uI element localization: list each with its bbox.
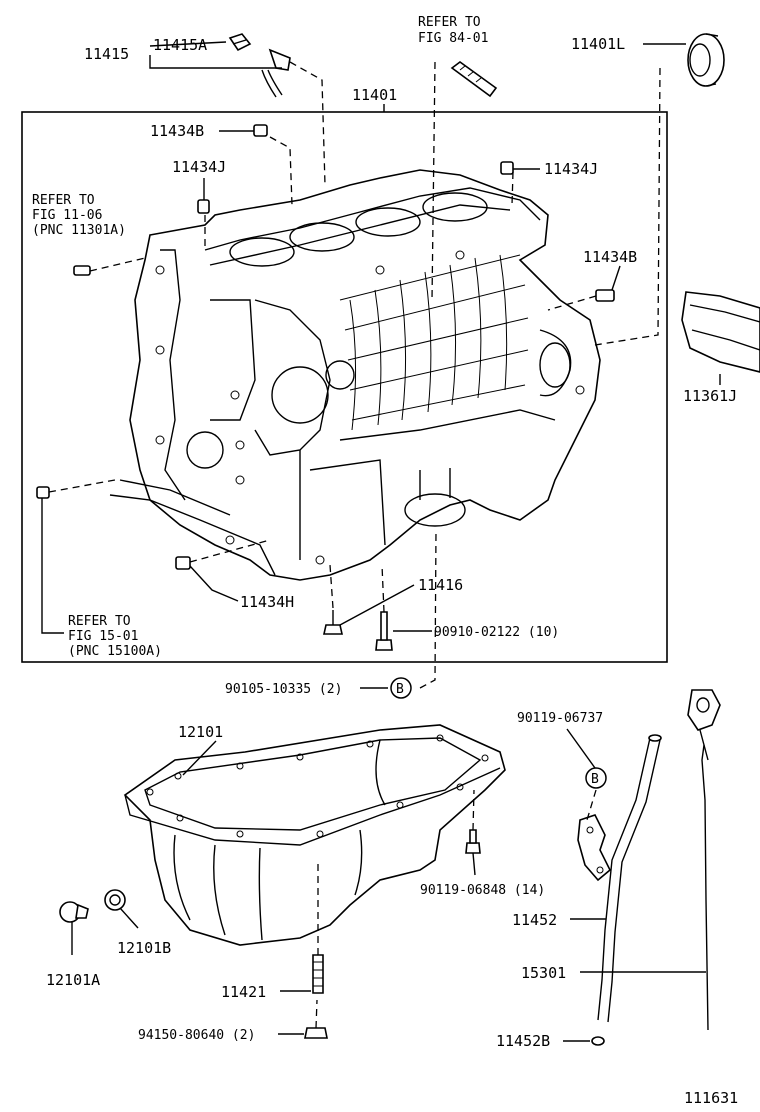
plug-11434J-left-drawing <box>197 199 210 214</box>
dipstick-15301-drawing <box>687 689 721 1031</box>
cylinder-block-drawing <box>109 169 601 581</box>
plug-11434B-top-drawing <box>253 124 268 137</box>
marker-b-text-1: B <box>396 682 404 697</box>
label-11361J: 11361J <box>683 387 737 405</box>
o-ring-11452B-drawing <box>591 1036 605 1046</box>
label-11452: 11452 <box>512 911 557 929</box>
label-11416: 11416 <box>418 576 463 594</box>
oil-pan-12101-drawing <box>123 724 506 946</box>
marker-b-circle-1 <box>390 677 412 699</box>
label-refer-84-line1: REFER TO <box>418 15 481 30</box>
label-11434J-right: 11434J <box>544 160 598 178</box>
label-12101B: 12101B <box>117 939 171 957</box>
label-11401: 11401 <box>352 86 397 104</box>
label-11401L: 11401L <box>571 35 625 53</box>
label-90119-06848: 90119-06848 (14) <box>420 883 545 898</box>
label-11421: 11421 <box>221 983 266 1001</box>
cylinder-block-frame <box>21 111 668 663</box>
label-11452B: 11452B <box>496 1032 550 1050</box>
label-94150: 94150-80640 (2) <box>138 1028 255 1043</box>
label-11434B-top: 11434B <box>150 122 204 140</box>
label-11415: 11415 <box>84 45 129 63</box>
label-11434B-right: 11434B <box>583 248 637 266</box>
label-90119-06737: 90119-06737 <box>517 711 603 726</box>
label-12101A: 12101A <box>46 971 100 989</box>
oil-seal-11401L-drawing <box>687 33 725 87</box>
label-refer-15-line1: REFER TO <box>68 614 131 629</box>
label-refer-84-line2: FIG 84-01 <box>418 31 488 46</box>
plug-11434B-right-drawing <box>595 289 615 302</box>
label-refer-11-line2: FIG 11-06 <box>32 208 102 223</box>
bolt-90910-drawing <box>375 611 393 651</box>
nut-94150-drawing <box>304 1027 328 1039</box>
label-15301: 15301 <box>521 964 566 982</box>
stud-11421-drawing <box>312 954 324 994</box>
marker-b-text-2: B <box>591 772 599 787</box>
label-90105: 90105-10335 (2) <box>225 682 342 697</box>
dipstick-guide-11452-drawing <box>577 734 662 1023</box>
label-11434J-left: 11434J <box>172 158 226 176</box>
plug-11434J-right-drawing <box>500 161 514 175</box>
label-90910: 90910-02122 (10) <box>434 625 559 640</box>
pin-refer-15-drawing <box>36 486 50 499</box>
label-refer-11-line3: (PNC 11301A) <box>32 223 126 238</box>
gasket-12101B-drawing <box>104 889 126 911</box>
hose-11415-drawing <box>261 48 291 98</box>
stud-refer-84-drawing <box>450 61 498 98</box>
plug-11434H-drawing <box>175 556 191 570</box>
label-12101: 12101 <box>178 723 223 741</box>
pin-refer-11-drawing <box>73 265 91 276</box>
label-refer-15-line3: (PNC 15100A) <box>68 644 162 659</box>
cover-11361J-drawing <box>681 291 760 373</box>
bolt-90119-06848-drawing <box>465 829 481 854</box>
label-11434H: 11434H <box>240 593 294 611</box>
drain-plug-12101A-drawing <box>59 901 89 923</box>
figure-number: 111631 <box>684 1089 738 1107</box>
label-refer-15-line2: FIG 15-01 <box>68 629 138 644</box>
marker-b-circle-2 <box>585 767 607 789</box>
label-11415A: 11415A <box>153 36 207 54</box>
bolt-11416-drawing <box>323 610 343 635</box>
label-refer-11-line1: REFER TO <box>32 193 95 208</box>
fitting-11415A-drawing <box>228 33 252 52</box>
